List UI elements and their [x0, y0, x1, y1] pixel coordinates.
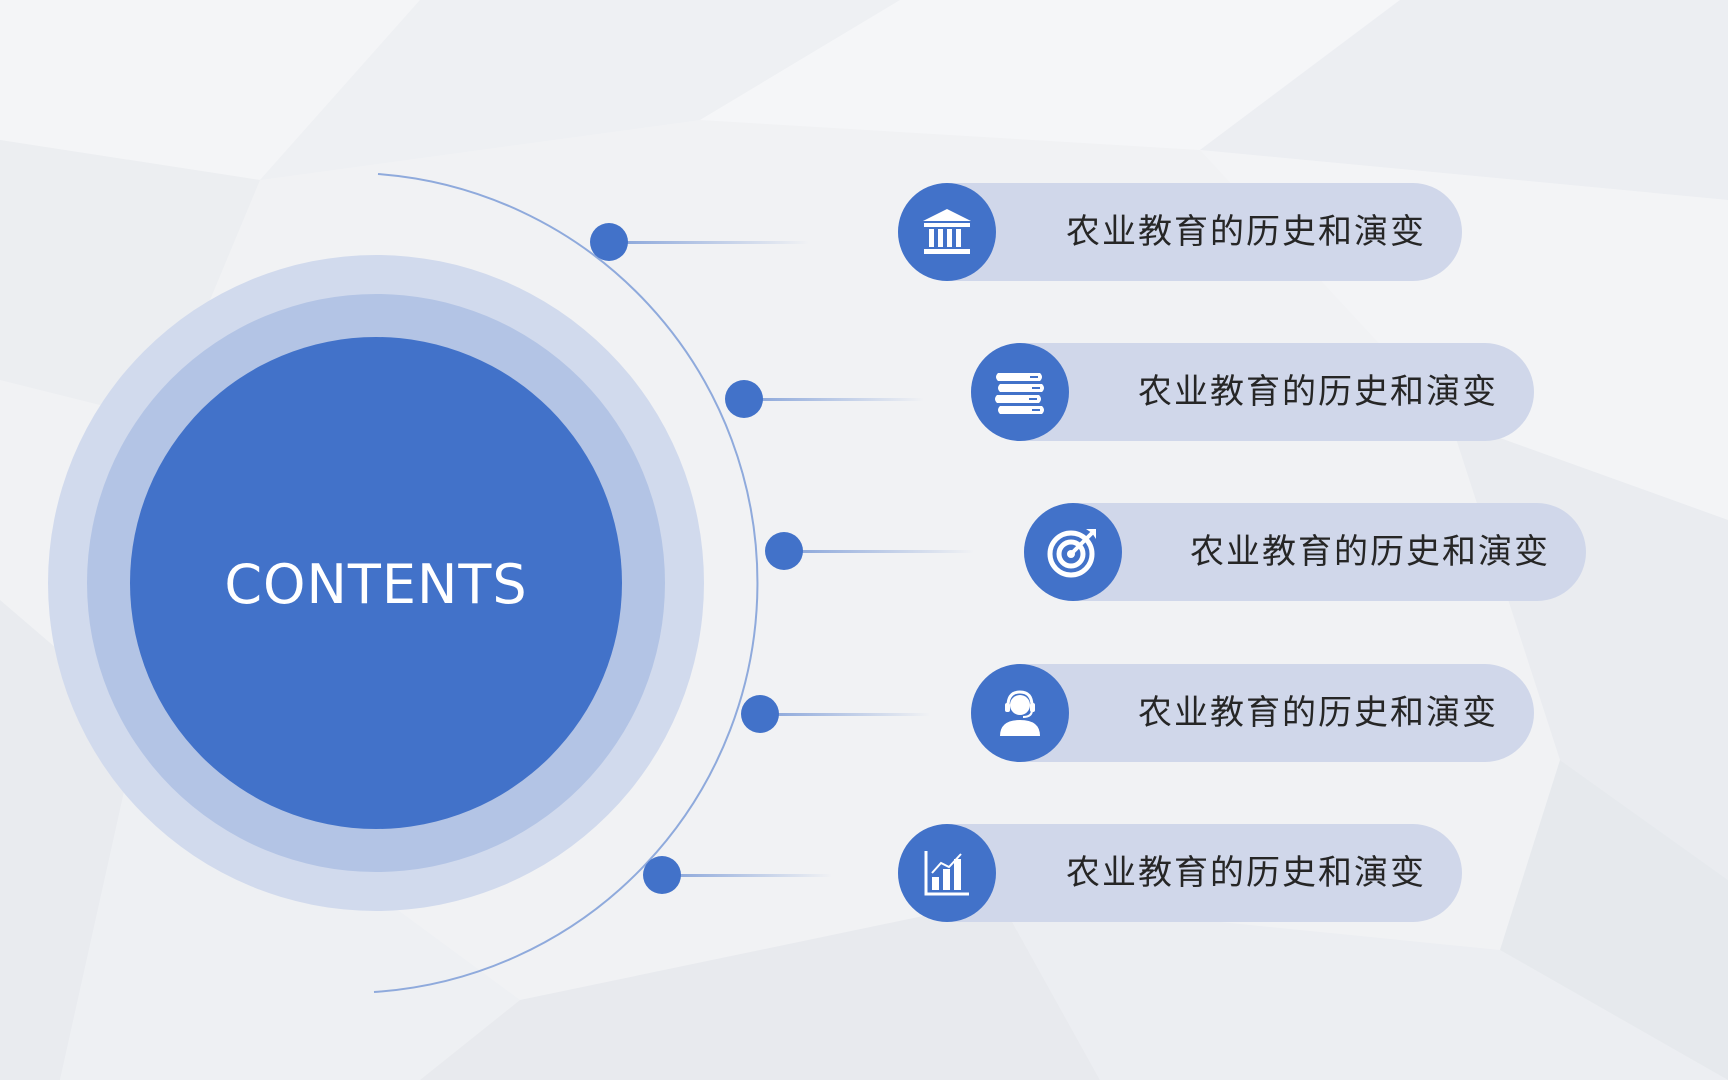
- bank-icon: [898, 183, 996, 281]
- connector-line-1: [609, 241, 809, 244]
- contents-item-label: 农业教育的历史和演变: [1066, 212, 1426, 252]
- connector-line-5: [662, 874, 832, 877]
- contents-title: CONTENTS: [224, 553, 528, 616]
- contents-item-2[interactable]: 农业教育的历史和演变: [971, 343, 1534, 441]
- target-icon: [1024, 503, 1122, 601]
- bar-chart-icon: [898, 824, 996, 922]
- connector-line-2: [744, 398, 924, 401]
- arc-dot-2: [725, 380, 763, 418]
- contents-item-4[interactable]: 农业教育的历史和演变: [971, 664, 1534, 762]
- contents-item-5[interactable]: 农业教育的历史和演变: [898, 824, 1462, 922]
- contents-item-label: 农业教育的历史和演变: [1138, 693, 1498, 733]
- center-circle: [130, 337, 622, 829]
- arc-dot-4: [741, 695, 779, 733]
- outline-arc: [373, 173, 759, 993]
- books-icon: [971, 343, 1069, 441]
- contents-item-1[interactable]: 农业教育的历史和演变: [898, 183, 1462, 281]
- arc-dot-1: [590, 223, 628, 261]
- contents-item-label: 农业教育的历史和演变: [1138, 372, 1498, 412]
- connector-line-4: [760, 713, 930, 716]
- contents-item-3[interactable]: 农业教育的历史和演变: [1024, 503, 1586, 601]
- contents-item-label: 农业教育的历史和演变: [1066, 853, 1426, 893]
- support-agent-icon: [971, 664, 1069, 762]
- arc-dot-3: [765, 532, 803, 570]
- connector-line-3: [784, 550, 974, 553]
- contents-item-label: 农业教育的历史和演变: [1190, 532, 1550, 572]
- arc-dot-5: [643, 856, 681, 894]
